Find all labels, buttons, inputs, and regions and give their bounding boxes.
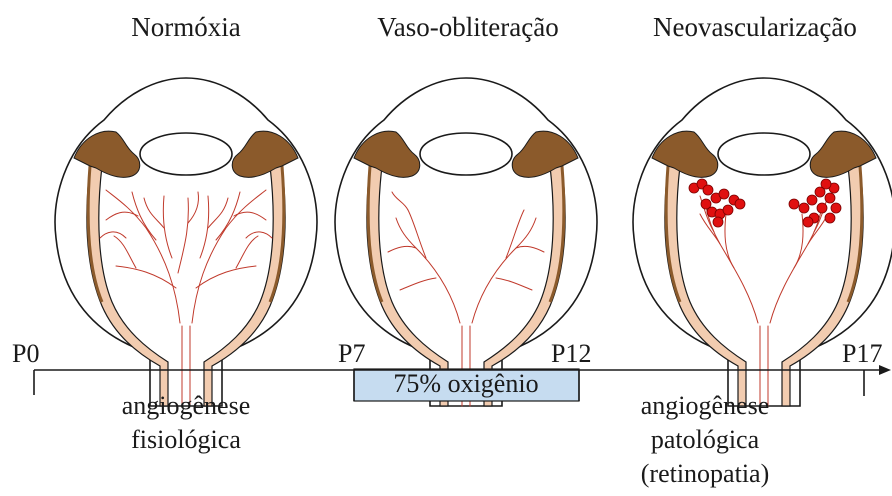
title-neovascularization: Neovascularização [653, 12, 857, 42]
pathologic-angiogenesis-line1: angiogênese [641, 391, 770, 420]
title-vaso-obliteration: Vaso-obliteração [377, 12, 558, 42]
oxygen-label: 75% oxigênio [393, 369, 538, 398]
physiologic-angiogenesis-line2: fisiológica [131, 425, 241, 454]
label-p12: P12 [551, 339, 591, 368]
physiologic-angiogenesis-line1: angiogênese [122, 391, 251, 420]
label-p7: P7 [338, 339, 365, 368]
label-p0: P0 [12, 339, 39, 368]
label-p17: P17 [842, 339, 882, 368]
title-normoxia: Normóxia [131, 12, 240, 42]
pathologic-angiogenesis-line3: (retinopatia) [641, 459, 770, 488]
eye-normoxia-illustration [55, 78, 317, 406]
pathologic-angiogenesis-line2: patológica [651, 425, 760, 454]
